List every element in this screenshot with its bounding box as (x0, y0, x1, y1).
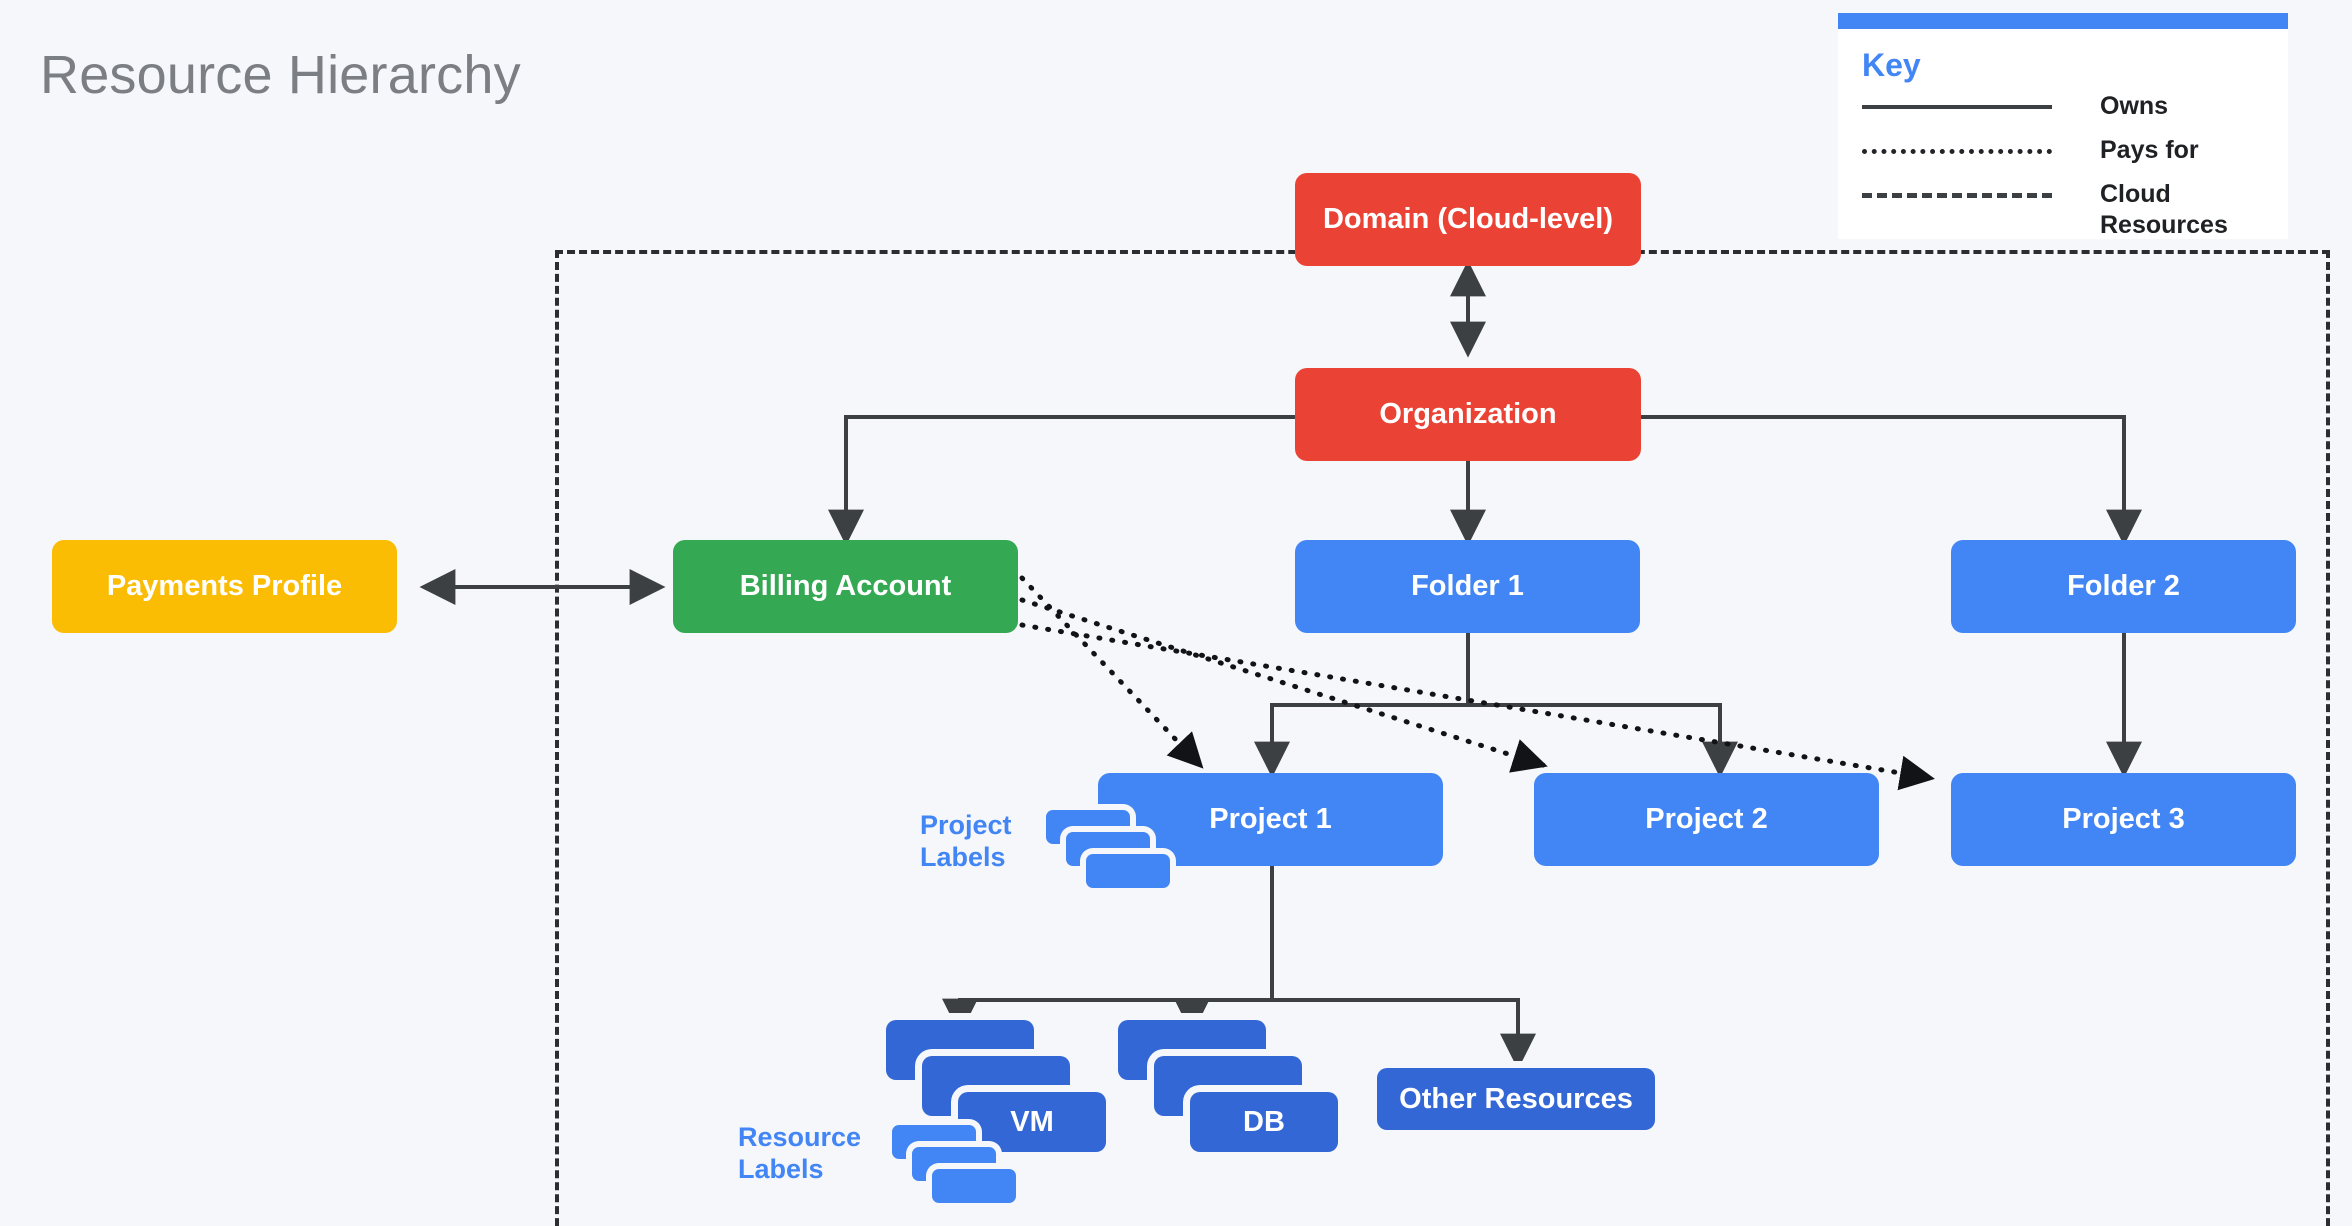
key-label-cloud-resources: Cloud Resources (2100, 180, 2228, 239)
edge-folder1-project1 (1254, 633, 1470, 778)
label-card-3 (1086, 854, 1170, 888)
node-project-2[interactable]: Project 2 (1534, 773, 1879, 866)
node-folder-1[interactable]: Folder 1 (1295, 540, 1640, 633)
vm-card-front: VM (958, 1092, 1106, 1152)
dotted-line-icon (1862, 149, 2052, 154)
resource-labels-icon (892, 1125, 1032, 1205)
key-label-owns: Owns (2100, 92, 2169, 120)
node-vm[interactable]: VM (886, 1020, 1116, 1170)
node-organization[interactable]: Organization (1295, 368, 1641, 461)
node-project-3[interactable]: Project 3 (1951, 773, 2296, 866)
solid-line-icon (1862, 105, 2052, 109)
edge-project1-db (1174, 998, 1272, 1035)
node-folder-2[interactable]: Folder 2 (1951, 540, 2296, 633)
node-other-resources[interactable]: Other Resources (1377, 1068, 1655, 1130)
page-title: Resource Hierarchy (40, 45, 521, 105)
edge-organization-billing (828, 415, 1295, 546)
project-labels-line-1: Project (920, 810, 1012, 840)
res-label-card-3 (932, 1169, 1016, 1203)
db-card-front: DB (1190, 1092, 1338, 1152)
edge-project1-vm (942, 866, 1274, 1035)
edge-organization-folder2 (1641, 415, 2142, 546)
edge-billing-pays-project2 (1019, 597, 1548, 773)
project-labels-annotation: Project Labels (920, 810, 1040, 874)
edge-billing-pays-project1 (1019, 575, 1204, 769)
node-billing-account[interactable]: Billing Account (673, 540, 1018, 633)
resource-labels-line-1: Resource (738, 1122, 862, 1152)
key-label-pays-for: Pays for (2100, 136, 2199, 164)
edge-project1-other-resources (1272, 998, 1536, 1070)
key-row-owns: Owns (1862, 91, 2168, 122)
key-row-cloud-resources: Cloud Resources (1862, 179, 2270, 240)
edge-billing-pays-project3 (1019, 622, 1935, 791)
key-heading: Key (1862, 47, 1921, 83)
resource-labels-line-2: Labels (738, 1153, 824, 1184)
key-row-pays-for: Pays for (1862, 135, 2199, 166)
node-domain[interactable]: Domain (Cloud-level) (1295, 173, 1641, 266)
node-project-1[interactable]: Project 1 (1098, 773, 1443, 866)
key-legend-panel: Key Owns Pays for Cloud Resources (1838, 13, 2288, 239)
edge-folder1-project2 (1468, 703, 1738, 778)
project-labels-icon (1046, 810, 1186, 890)
node-payments-profile[interactable]: Payments Profile (52, 540, 397, 633)
resource-labels-annotation: Resource Labels (738, 1122, 888, 1186)
dashed-line-icon (1862, 193, 2052, 198)
node-db[interactable]: DB (1118, 1020, 1348, 1170)
project-labels-line-2: Labels (920, 841, 1006, 872)
